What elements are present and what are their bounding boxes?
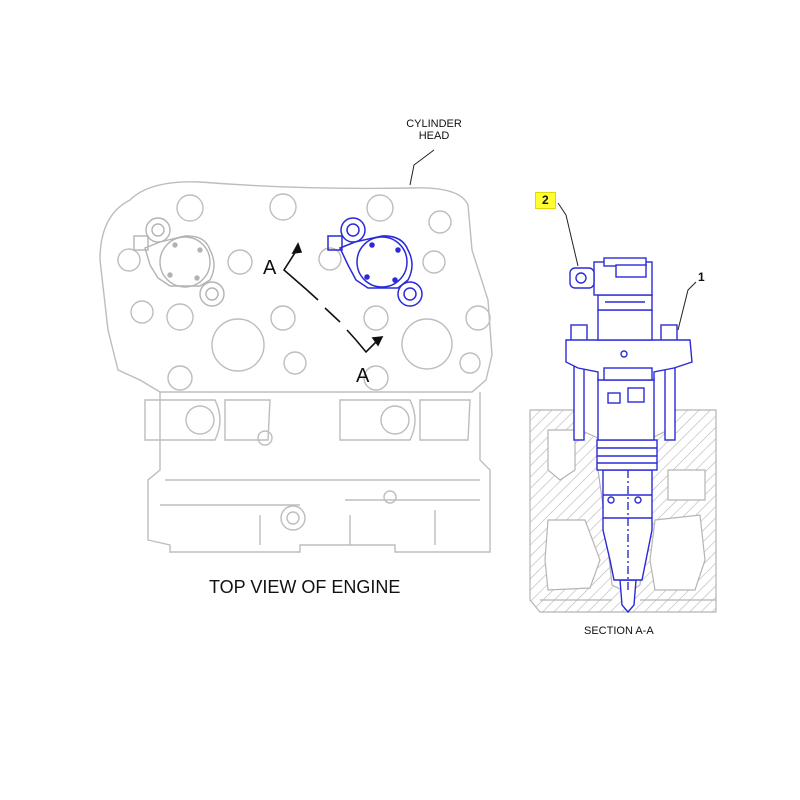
callout-1: 1 <box>698 270 705 284</box>
cylinder-head-label-line1: CYLINDER <box>406 118 462 130</box>
cylinder-head-outline <box>99 181 493 393</box>
cylinder-head-leader <box>409 149 435 186</box>
section-aa-view <box>529 409 717 613</box>
callout-leaders <box>557 202 697 331</box>
injector-section <box>565 257 693 614</box>
section-marker-lower: A <box>356 365 370 387</box>
cylinder-head-label: CYLINDER HEAD <box>405 118 463 142</box>
callout-1-leader <box>677 281 697 331</box>
section-marker-upper: A <box>263 257 277 279</box>
engine-block-outline <box>147 392 491 553</box>
section-aa-title: SECTION A-A <box>584 625 654 637</box>
top-view-title: TOP VIEW OF ENGINE <box>209 577 401 597</box>
callout-2: 2 <box>535 192 556 210</box>
injector-left-top <box>133 217 225 307</box>
engine-top-view <box>99 181 493 553</box>
section-cut-line <box>282 242 384 354</box>
injector-right-top <box>327 217 423 307</box>
callout-2-leader <box>557 202 579 267</box>
cylinder-head-label-line2: HEAD <box>418 130 450 143</box>
